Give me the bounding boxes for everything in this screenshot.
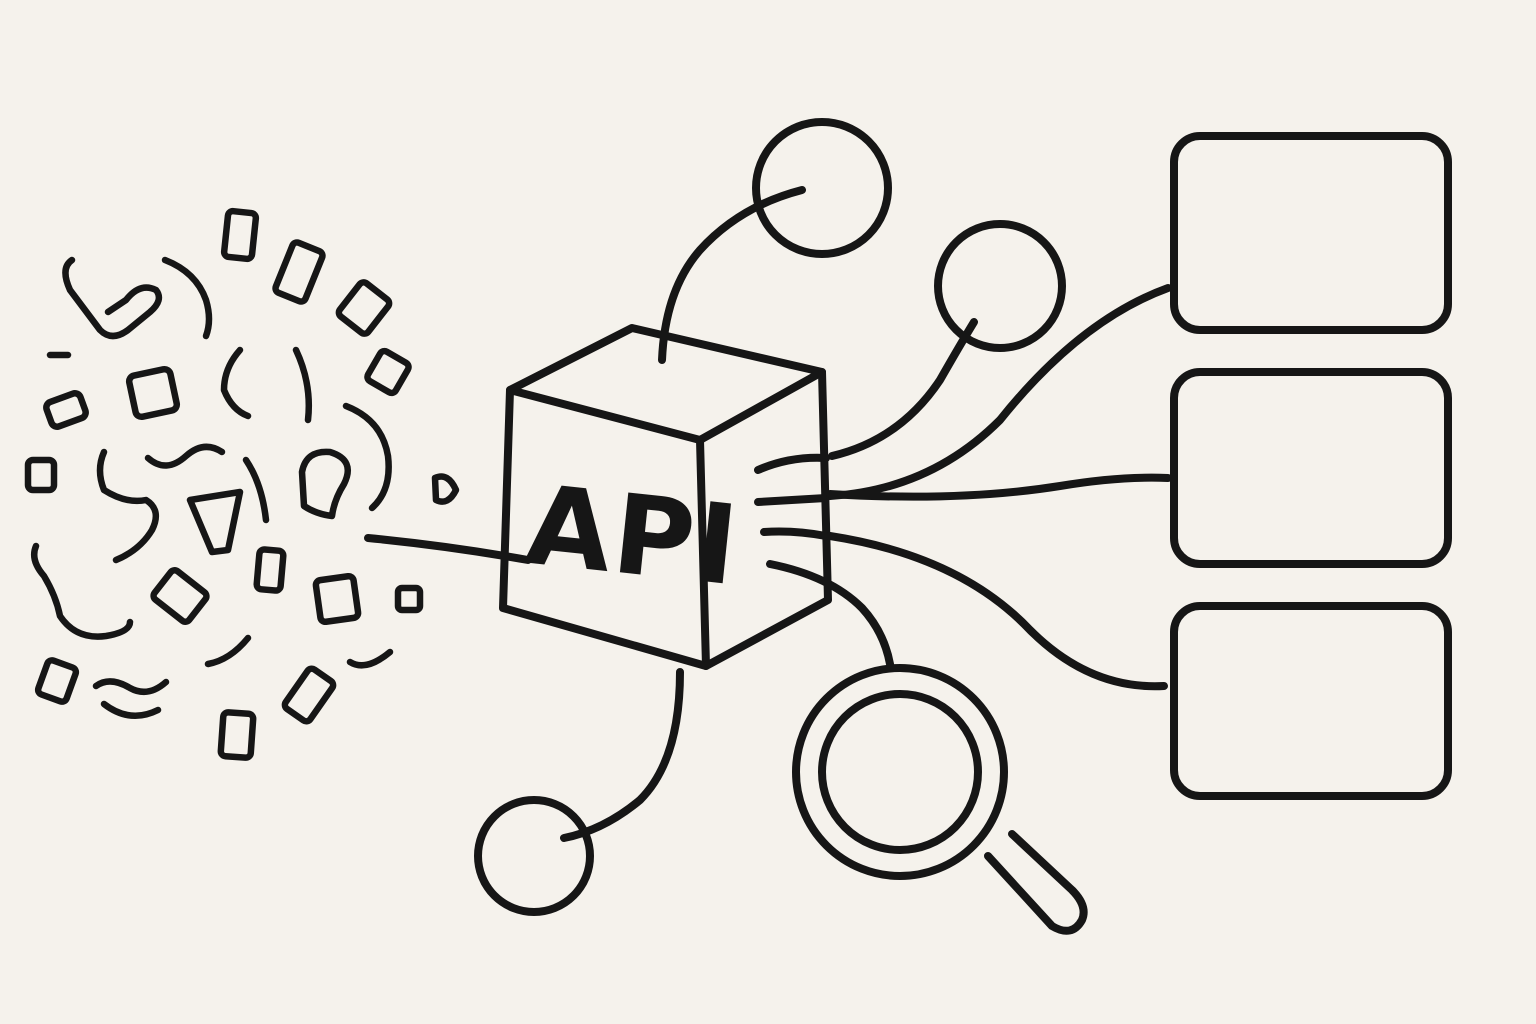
hub-label: API [520,461,745,611]
connector-box-bottom [826,532,1168,691]
output-stub [754,494,830,506]
connector-bottom-left [560,668,684,842]
connector-box-top [826,284,1172,500]
cube-side-face [702,368,832,670]
connector-box-middle [826,473,1172,501]
cube-top-face [506,324,826,444]
output-box-top [1170,132,1452,334]
magnifier-icon [792,664,1088,935]
connector-upper-right [828,318,978,460]
output-stub [760,527,830,540]
node-circle-upper-right [934,220,1066,352]
input-connector [364,534,532,564]
node-circle-bottom-left [474,796,594,916]
unstructured-data-cluster [24,207,460,761]
connector-magnifier [766,560,894,668]
output-box-middle [1170,368,1452,568]
connector-top [658,186,806,364]
node-circle-top [752,118,892,258]
data-squiggle [31,256,394,719]
output-box-bottom [1170,602,1452,800]
api-hub: API [499,324,832,670]
output-stub [754,453,830,474]
data-fragment [24,207,460,761]
